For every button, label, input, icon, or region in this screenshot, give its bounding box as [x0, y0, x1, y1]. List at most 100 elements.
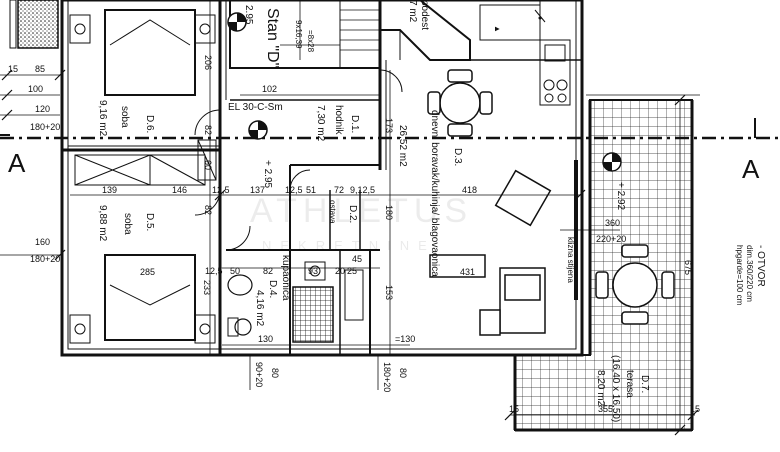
dim: 146: [172, 185, 187, 195]
level-mark-terrace: [602, 152, 622, 172]
dim: =130: [395, 334, 415, 344]
dim: 82: [263, 266, 273, 276]
hall-name: D.1.: [349, 115, 360, 133]
dim: 160: [35, 237, 50, 247]
dim: 20: [335, 266, 345, 276]
dim: 90+20: [254, 362, 264, 387]
dim: 60: [203, 160, 213, 170]
apartment-area: 9x16,39: [294, 20, 303, 49]
room-6-area: 9,16 m2: [97, 100, 108, 137]
watermark: ATHLETUS: [250, 192, 473, 230]
terrace: [513, 99, 694, 432]
dim: 180+20: [30, 122, 60, 132]
dim: 12,5: [205, 266, 223, 276]
bed-room-6: [69, 9, 216, 96]
dim: 12,5: [212, 185, 230, 195]
room-5-area: 9,88 m2: [97, 205, 108, 242]
dim: 173: [384, 118, 394, 133]
bath-area: 4,16 m2: [254, 290, 265, 327]
dim: 137: [250, 185, 265, 195]
wardrobes: [74, 139, 217, 186]
dim: 180+20: [30, 254, 60, 264]
hall-type: hodnik: [333, 105, 344, 135]
dim: 180: [384, 205, 394, 220]
terrace-size: (16,40 x 16,50): [610, 355, 621, 422]
level-top: 2.95: [243, 5, 254, 25]
dim: 130: [258, 334, 273, 344]
dim: 418: [462, 185, 477, 195]
dimension-texts: 15 85 100 120 180+20 160 180+20 139 146 …: [8, 55, 700, 414]
dim: 15: [690, 404, 700, 414]
terrace-area: 8,20 m2: [595, 370, 606, 407]
watermark-sub: NEKRETNINE: [262, 238, 436, 253]
dim: 233: [202, 280, 212, 295]
kitchen: [479, 4, 571, 106]
dim: 675: [683, 260, 693, 275]
dim: 360: [605, 218, 620, 228]
dim: 93: [308, 266, 318, 276]
dim: 15: [509, 404, 519, 414]
dim: 355: [598, 404, 613, 414]
bath-type: kupaonica: [280, 255, 291, 301]
dim: 80: [270, 368, 280, 378]
staircase: [280, 0, 471, 68]
bath-name: D.4.: [267, 280, 278, 298]
bathroom: [227, 261, 364, 343]
opening-height: hpgarde=100 cm: [735, 245, 744, 306]
opening-dim: dim.360/220 cm: [745, 245, 754, 302]
dim: 15: [8, 64, 18, 74]
apartment-name: Stan "D": [264, 8, 281, 68]
dim: 51: [306, 185, 316, 195]
room-5-type: soba: [122, 213, 133, 235]
living-type: dnevni boravak/kuhinja/ blagovaonica: [429, 110, 440, 277]
fire-door-note: EL 30-C-Sm: [228, 102, 283, 113]
living-name: D.3.: [452, 148, 463, 166]
pillar-hatch: [17, 0, 59, 49]
podest-label: podest: [419, 0, 430, 30]
terrace-type: terasa: [624, 370, 635, 398]
dim: 102: [262, 84, 277, 94]
storage-type: ostava: [328, 200, 337, 224]
storage-name: D.2.: [347, 205, 358, 223]
section-label-left: A: [8, 148, 26, 178]
dim: 120: [35, 104, 50, 114]
room-6-name: D.6.: [144, 115, 155, 133]
terrace-name: D.7.: [639, 375, 650, 393]
hall-area: 7,30 m2: [315, 105, 326, 142]
dim: 285: [140, 267, 155, 277]
dim: 431: [460, 267, 475, 277]
dim: 206: [203, 55, 213, 70]
dim: 139: [102, 185, 117, 195]
dim: 82: [203, 125, 213, 135]
dim: 85: [35, 64, 45, 74]
top-mark: ▲: [493, 25, 502, 33]
dim: 45: [352, 254, 362, 264]
dim: 25: [347, 266, 357, 276]
section-label-right: A: [742, 154, 760, 184]
living-area: 26,52 m2: [397, 125, 408, 167]
walls: [60, 0, 584, 357]
opening-note: - OTVOR: [755, 245, 766, 287]
podest-area: 7 m2: [407, 0, 418, 23]
dim: 50: [230, 266, 240, 276]
dim: 9,12,5: [350, 185, 375, 195]
dim: 153: [384, 285, 394, 300]
dining-table: [427, 69, 493, 137]
dim: 180+20: [382, 362, 392, 392]
level-mark-top: [227, 12, 247, 32]
sliding-wall-note: klizna stijena: [566, 237, 575, 283]
doors: [194, 69, 403, 251]
room-6-type: soba: [119, 106, 130, 128]
living-furniture: [429, 169, 552, 336]
bed-room-5: [69, 254, 216, 344]
dimension-lines: [0, 0, 700, 430]
room-5-name: D.5.: [144, 213, 155, 231]
dim: 220+20: [596, 234, 626, 244]
dim: 12,5: [285, 185, 303, 195]
level-mark-main: [248, 120, 268, 140]
level-terrace: + 2.92: [615, 182, 626, 211]
terrace-table: [595, 244, 675, 325]
dim: 100: [28, 84, 43, 94]
dim: 80: [398, 368, 408, 378]
